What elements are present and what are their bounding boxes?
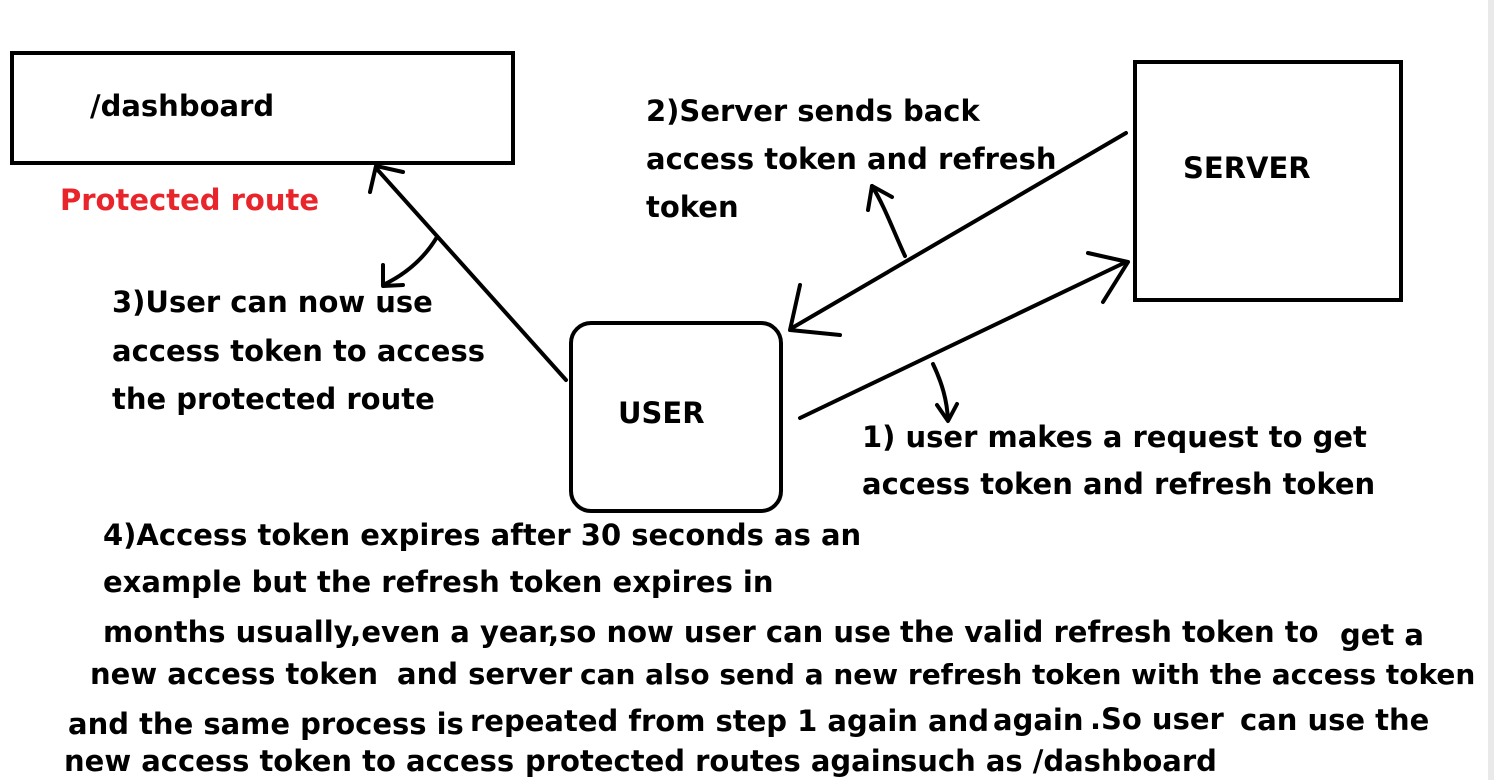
arrowhead-user (788, 283, 842, 337)
server-label: SERVER (1183, 151, 1311, 185)
step4-line5a: and the same process is (68, 707, 464, 741)
server-box (1133, 60, 1403, 302)
arrow-server-to-user (790, 131, 1128, 330)
step4-line2: example but the refresh token expires in (103, 565, 774, 599)
step4-line5b: repeated from step 1 again and (470, 704, 989, 738)
pointer-step1-head (935, 402, 959, 423)
step4-line6c: such as /dashboard (900, 744, 1217, 778)
step1-line1: 1) user makes a request to get (862, 420, 1367, 454)
step3-line3: the protected route (112, 382, 435, 416)
arrowhead-server (1086, 251, 1130, 304)
user-label: USER (618, 396, 705, 430)
step4-line6b: protected routes again (525, 744, 902, 778)
dashboard-label: /dashboard (90, 89, 275, 123)
step4-line5e: can use the (1240, 703, 1430, 737)
pointer-step2-head (866, 184, 894, 212)
step4-line4c: can also send a new refresh token with t… (580, 658, 1476, 691)
step4-line5d: .So user (1090, 702, 1224, 736)
protected-route-label: Protected route (60, 183, 319, 217)
step4-line3b: the valid refresh token to (900, 615, 1319, 649)
step4-line3a: months usually,even a year,so now user c… (103, 615, 891, 649)
step4-line6a: new access token to access (64, 744, 515, 778)
step4-line1: 4)Access token expires after 30 seconds … (103, 518, 862, 552)
step2-line2: access token and refresh (646, 142, 1057, 176)
step4-line4b: and server (397, 657, 573, 691)
step1-line2: access token and refresh token (862, 467, 1376, 501)
arrow-user-to-dashboard (374, 166, 568, 382)
right-edge-strip (1488, 0, 1494, 780)
pointer-step2 (870, 184, 907, 258)
dashboard-box (10, 51, 515, 165)
pointer-step1 (931, 362, 950, 422)
step4-line5c: again (993, 703, 1084, 737)
pointer-step3 (381, 235, 439, 287)
user-box (569, 321, 783, 513)
arrowhead-dashboard (368, 164, 405, 194)
step2-line1: 2)Server sends back (646, 94, 980, 128)
step3-line2: access token to access (112, 334, 485, 368)
step2-line3: token (646, 190, 739, 224)
arrow-user-to-server (798, 260, 1128, 420)
pointer-step3-head (381, 263, 405, 288)
step4-line3c: get a (1340, 618, 1424, 652)
step4-line4a: new access token (90, 657, 379, 691)
step3-line1: 3)User can now use (112, 285, 433, 319)
